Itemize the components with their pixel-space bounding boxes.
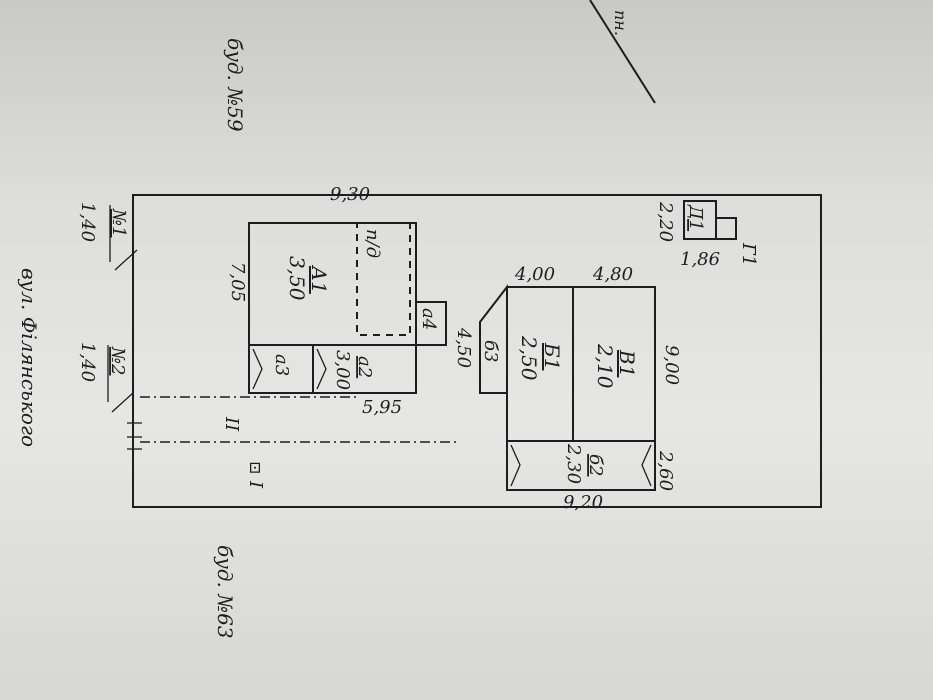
building-a1 (248, 222, 417, 346)
d1-height: 2,20 (655, 201, 676, 242)
neighbor-right-label: буд. №63 (213, 545, 237, 639)
b2-hatch-left (510, 444, 521, 487)
b2-name: б2 (585, 454, 606, 476)
b1-length-dim: 4,00 (514, 264, 555, 285)
a2-hatch (316, 348, 327, 390)
a1-length-dim: 9,30 (330, 184, 370, 205)
plot-boundary (132, 194, 822, 508)
a1-height: 3,50 (285, 256, 309, 301)
porch-a4 (415, 301, 447, 346)
plot-bottom-dim: 9,20 (563, 492, 603, 513)
a3-label: а3 (271, 354, 292, 376)
north-label: пн. (611, 10, 630, 36)
cellar-label: п/д (362, 229, 383, 258)
b2-hatch-right (641, 444, 652, 487)
porch-a4-label: а4 (418, 308, 439, 330)
g1-dim: 1,86 (680, 249, 720, 270)
neighbor-left-label: буд. №59 (223, 38, 247, 132)
a1-width-dim: 7,05 (227, 262, 248, 302)
corner1-value: 1,40 (77, 202, 98, 242)
b2-height: 2,30 (563, 443, 584, 484)
v1-length-dim: 4,80 (592, 264, 633, 285)
cellar-outline (356, 222, 411, 336)
well-symbol: ⊡ (246, 461, 265, 474)
d1-name: Д1 (685, 204, 706, 231)
a2-name: а2 (354, 356, 375, 378)
b3-dim: 4,50 (453, 327, 474, 368)
g1-name: Г1 (738, 242, 759, 266)
corner2-id: №2 (107, 346, 128, 376)
a1-name: А1 (307, 264, 331, 294)
street-label: вул. Філянського (17, 268, 41, 447)
a-extension-width-dim: 5,95 (362, 397, 402, 418)
b3-label: б3 (480, 340, 501, 362)
b1-name: Б1 (540, 342, 564, 370)
gate-label: II (221, 416, 242, 432)
b1-height: 2,50 (517, 335, 541, 381)
north-arrow-line (589, 0, 656, 104)
corner2-value: 1,40 (77, 342, 98, 382)
bv-length-dim: 9,00 (661, 345, 682, 385)
extension-b2 (506, 440, 656, 491)
porch-b3 (479, 284, 508, 394)
a2-height: 3,00 (332, 350, 353, 390)
v1-name: В1 (615, 349, 639, 377)
b2-dim: 2,60 (655, 450, 676, 491)
extension-a2 (312, 344, 417, 394)
v1-height: 2,10 (593, 343, 617, 389)
corner1-leader (114, 249, 138, 271)
corner2-leader (111, 392, 134, 413)
well-label: I (245, 480, 266, 489)
outbuilding-g1 (715, 217, 737, 240)
corner1-id: №1 (108, 208, 129, 238)
a3-hatch (252, 348, 263, 390)
